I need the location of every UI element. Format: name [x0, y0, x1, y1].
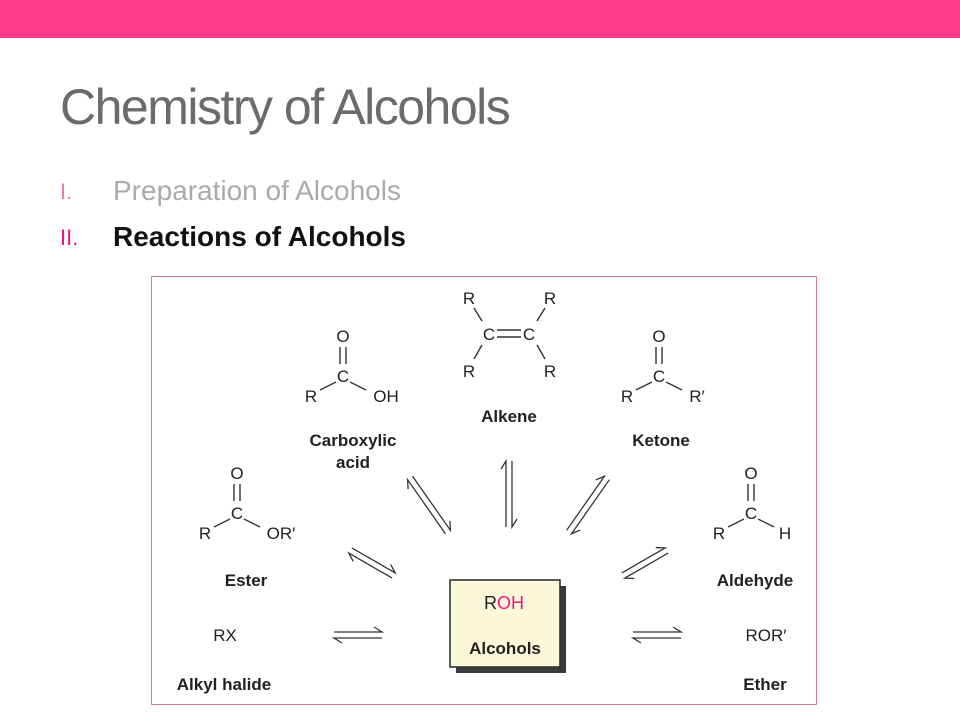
alcohol-formula: ROH [484, 593, 524, 613]
outline-text: Preparation of Alcohols [113, 175, 401, 206]
aldehyde-label: Aldehyde [717, 571, 794, 590]
top-accent-bar [0, 0, 960, 38]
svg-text:R: R [199, 524, 211, 543]
carboxylic-acid-structure: O C R OH Carboxylic acid [305, 327, 399, 472]
ether-label: Ether [743, 675, 787, 694]
alkene-label: Alkene [481, 407, 537, 426]
svg-text:RX: RX [213, 626, 237, 645]
svg-text:R′: R′ [689, 387, 704, 406]
ether-structure: ROR′ Ether [743, 626, 787, 694]
carboxylic-label-2: acid [336, 453, 370, 472]
alkyl-halide-label: Alkyl halide [177, 675, 271, 694]
svg-text:R: R [621, 387, 633, 406]
alkene-structure: R R C C R R Alkene [463, 289, 556, 426]
svg-text:C: C [231, 504, 243, 523]
svg-text:R: R [463, 362, 475, 381]
svg-text:ROR′: ROR′ [746, 626, 787, 645]
alkyl-halide-structure: RX Alkyl halide [177, 626, 271, 694]
slide-title: Chemistry of Alcohols [60, 79, 511, 135]
svg-text:C: C [337, 367, 349, 386]
svg-text:C: C [745, 504, 757, 523]
outline-number: II. [60, 225, 79, 250]
svg-text:R: R [713, 524, 725, 543]
alcohols-box: ROH Alcohols [449, 579, 566, 673]
ester-label: Ester [225, 571, 268, 590]
svg-text:R: R [544, 289, 556, 308]
ketone-label: Ketone [632, 431, 690, 450]
equilibrium-arrows [331, 458, 684, 644]
ketone-structure: O C R R′ Ketone [621, 327, 705, 450]
svg-text:C: C [483, 325, 495, 344]
svg-text:C: C [653, 367, 665, 386]
svg-text:R: R [463, 289, 475, 308]
svg-text:O: O [336, 327, 349, 346]
ester-structure: O C R OR′ Ester [199, 464, 295, 590]
alcohols-label: Alcohols [469, 639, 541, 658]
svg-text:R: R [544, 362, 556, 381]
outline-number: I. [60, 179, 73, 204]
svg-text:C: C [523, 325, 535, 344]
svg-text:R: R [305, 387, 317, 406]
svg-text:H: H [779, 524, 791, 543]
reaction-diagram: ROH Alcohols O C R OH Carboxylic acid R … [151, 276, 817, 705]
outline-text: Reactions of Alcohols [113, 221, 407, 252]
svg-text:O: O [652, 327, 665, 346]
svg-text:O: O [230, 464, 243, 483]
svg-text:OR′: OR′ [267, 524, 296, 543]
svg-text:OH: OH [373, 387, 399, 406]
svg-text:O: O [744, 464, 757, 483]
carboxylic-label: Carboxylic [310, 431, 397, 450]
aldehyde-structure: O C R H Aldehyde [713, 464, 793, 590]
